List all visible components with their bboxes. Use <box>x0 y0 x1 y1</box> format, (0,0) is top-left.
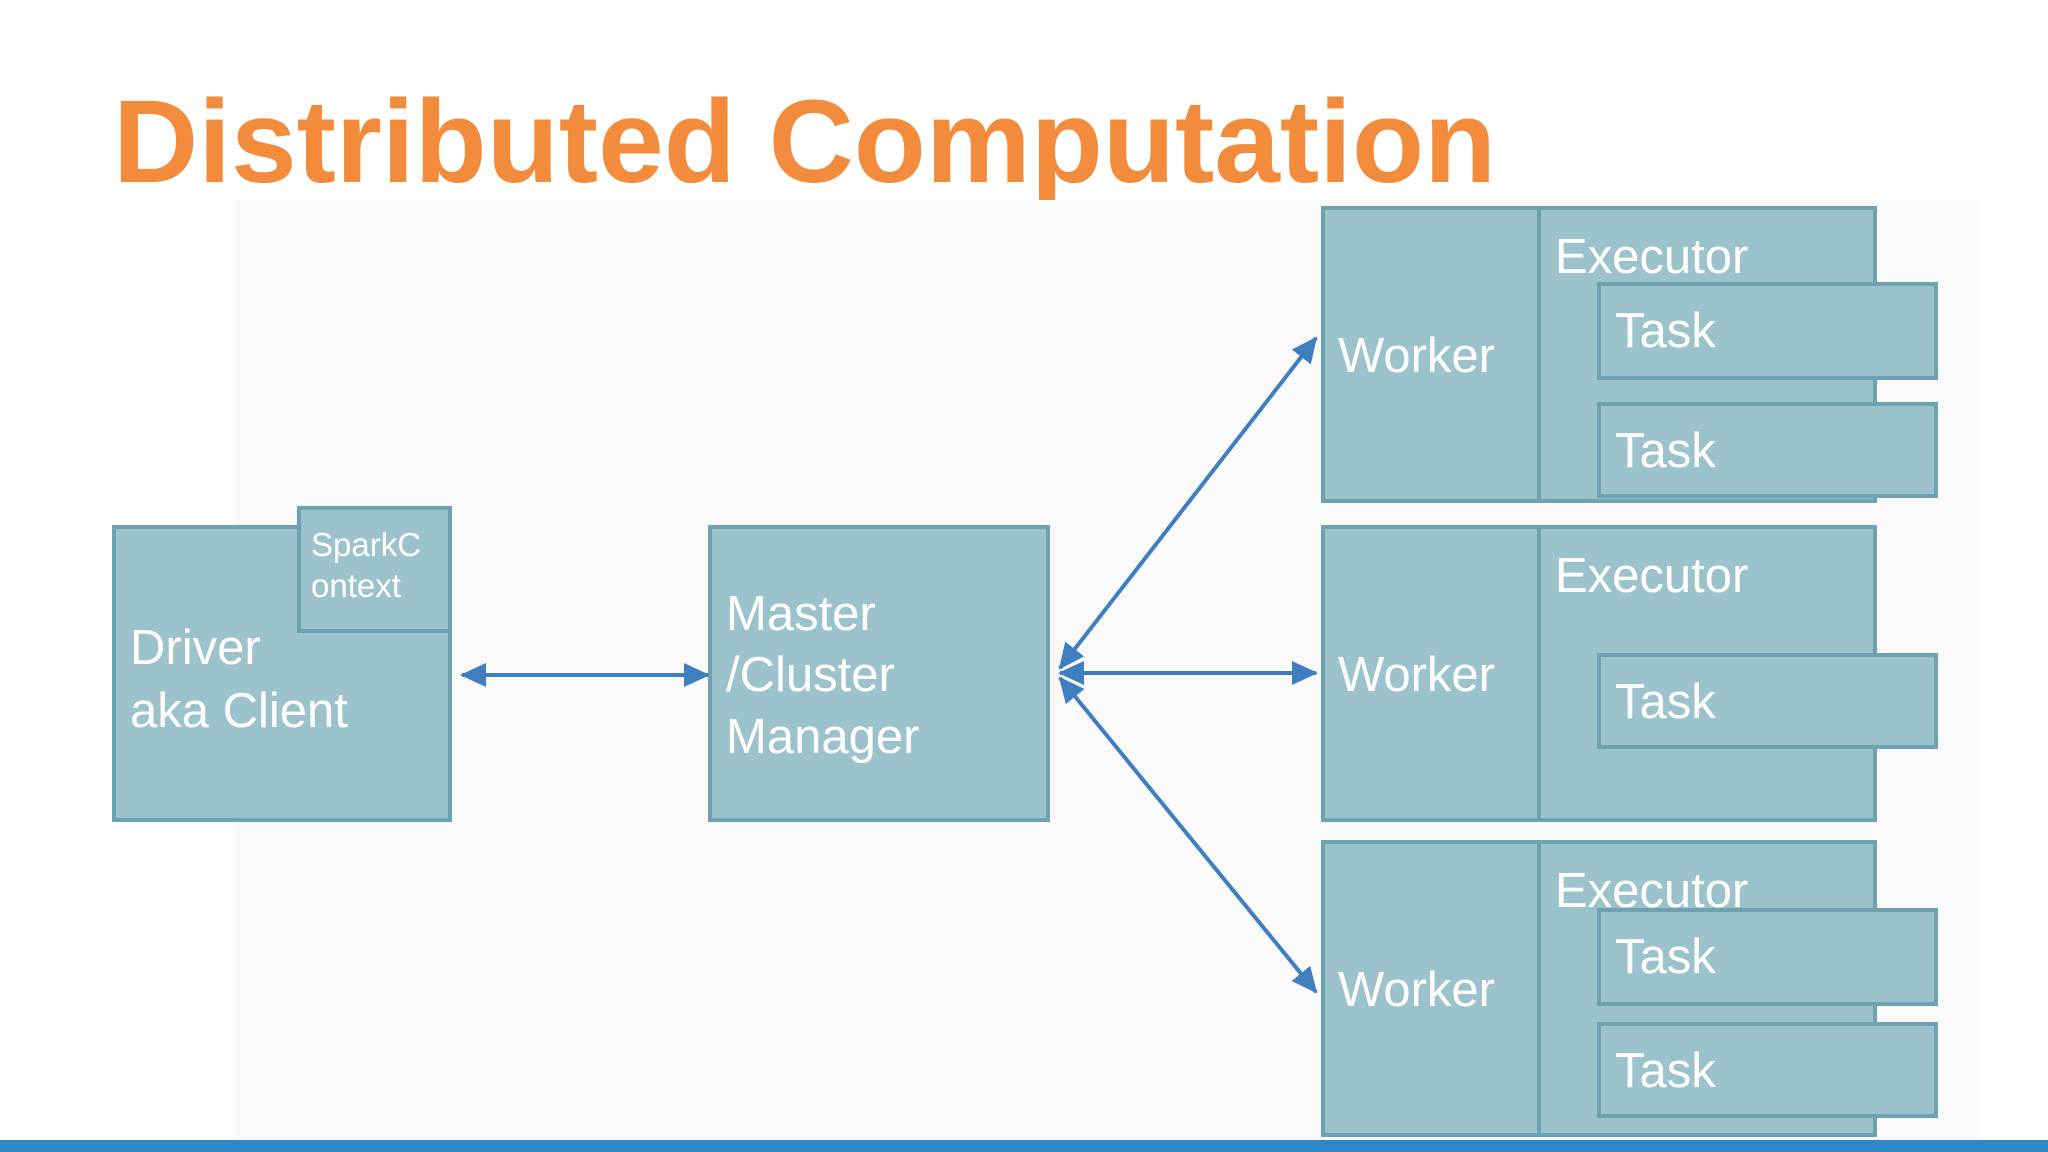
driver-label: Driver aka Client <box>130 621 348 738</box>
slide-title: Distributed Computation <box>113 76 1497 208</box>
worker-label-1: Worker <box>1338 329 1496 383</box>
master-label: Master /Cluster Manager <box>726 587 920 764</box>
worker-label-3: Worker <box>1338 963 1496 1017</box>
worker-box-1: Worker <box>1321 206 1543 503</box>
task-box-3a: Task <box>1597 908 1938 1006</box>
spark-context-label: SparkC ontext <box>311 526 422 605</box>
bottom-bar <box>0 1140 2048 1152</box>
task-box-1b: Task <box>1597 402 1938 498</box>
executor-label-2: Executor <box>1555 549 1749 603</box>
spark-context-box: SparkC ontext <box>297 506 452 633</box>
task-box-3b: Task <box>1597 1022 1938 1118</box>
worker-box-2: Worker <box>1321 525 1543 822</box>
worker-label-2: Worker <box>1338 648 1496 702</box>
master-box: Master /Cluster Manager <box>708 525 1050 822</box>
executor-label-1: Executor <box>1555 230 1749 284</box>
task-box-2a: Task <box>1597 653 1938 749</box>
task-label-2a: Task <box>1615 675 1716 729</box>
task-box-1a: Task <box>1597 282 1938 380</box>
task-label-1b: Task <box>1615 424 1716 478</box>
worker-box-3: Worker <box>1321 840 1543 1137</box>
task-label-3a: Task <box>1615 930 1716 984</box>
task-label-1a: Task <box>1615 304 1716 358</box>
task-label-3b: Task <box>1615 1044 1716 1098</box>
